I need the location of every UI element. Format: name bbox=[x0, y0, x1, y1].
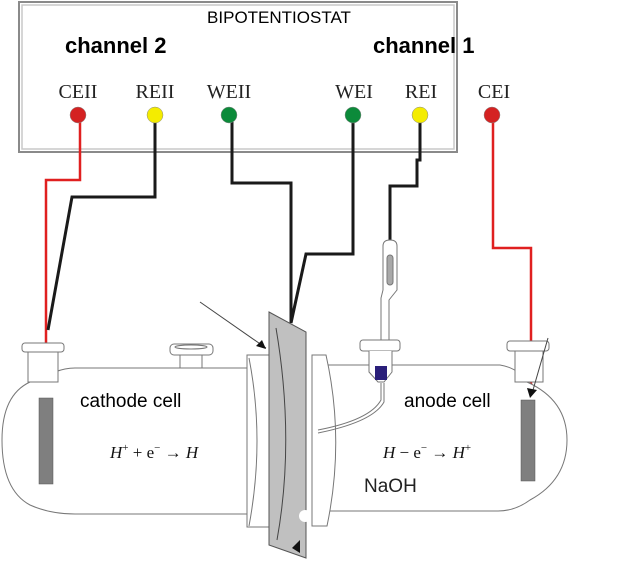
terminal-rei[interactable] bbox=[411, 106, 429, 124]
instrument-box: BIPOTENTIOSTAT channel 2 channel 1 CEII … bbox=[18, 1, 510, 153]
wire-reii bbox=[46, 118, 157, 331]
wire-weii bbox=[230, 118, 293, 323]
wires bbox=[44, 118, 533, 400]
terminal-label-reii: REII bbox=[136, 81, 175, 103]
reference-electrode bbox=[317, 239, 401, 434]
wire-wei bbox=[289, 118, 355, 324]
reaction-term: − e bbox=[395, 443, 421, 462]
cathode-cell-label: cathode cell bbox=[80, 391, 181, 412]
terminal-label-wei: WEI bbox=[335, 81, 373, 103]
terminal-wei[interactable] bbox=[344, 106, 362, 124]
terminal-label-weii: WEII bbox=[207, 81, 251, 103]
cathode-reaction: H+ + e− → H bbox=[109, 442, 200, 462]
reaction-term: H bbox=[109, 443, 124, 462]
reaction-term: H bbox=[452, 443, 467, 462]
membrane bbox=[199, 301, 311, 559]
anode-reaction: H − e− → H+ bbox=[382, 442, 471, 462]
reaction-sup: + bbox=[122, 442, 128, 454]
terminals bbox=[69, 106, 501, 124]
terminal-cei[interactable] bbox=[483, 106, 501, 124]
reaction-arrow: → bbox=[427, 443, 453, 462]
reaction-arrow: → bbox=[160, 443, 186, 462]
wire-ceii bbox=[44, 118, 82, 400]
reaction-term: H bbox=[382, 443, 397, 462]
terminal-label-rei: REI bbox=[405, 81, 437, 103]
reaction-term: H bbox=[185, 443, 200, 462]
anode-cell-vessel bbox=[311, 340, 568, 527]
reaction-sup: + bbox=[465, 442, 471, 454]
wire-rei bbox=[388, 118, 422, 245]
channel-2-label: channel 2 bbox=[65, 33, 166, 58]
reaction-term: + e bbox=[129, 443, 155, 462]
reaction-sup: − bbox=[421, 442, 427, 454]
terminal-reii[interactable] bbox=[146, 106, 164, 124]
reaction-sup: − bbox=[154, 442, 160, 454]
terminal-label-ceii: CEII bbox=[59, 81, 98, 103]
electrolyte-label: NaOH bbox=[364, 476, 417, 497]
channel-1-label: channel 1 bbox=[373, 33, 474, 58]
terminal-label-cei: CEI bbox=[478, 81, 510, 103]
terminal-weii[interactable] bbox=[220, 106, 238, 124]
instrument-title: BIPOTENTIOSTAT bbox=[207, 8, 351, 27]
anode-cell-label: anode cell bbox=[404, 391, 491, 412]
counter-electrode-cei bbox=[520, 399, 536, 482]
wire-cei bbox=[491, 118, 533, 400]
counter-electrode-ceii bbox=[38, 397, 54, 485]
terminal-ceii[interactable] bbox=[69, 106, 87, 124]
